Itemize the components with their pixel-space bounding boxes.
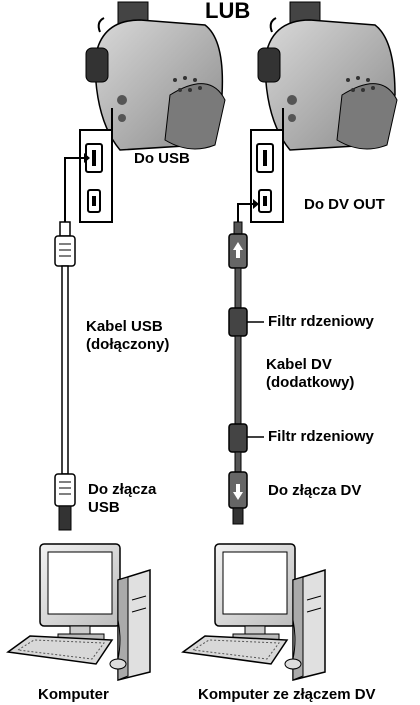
core-filter-top-label: Filtr rdzeniowy: [268, 313, 374, 331]
computer-left: [8, 544, 150, 680]
usb-connector-label: Do złącza USB: [88, 481, 156, 517]
usb-cable-label: Kabel USB (dołączony): [86, 318, 169, 354]
core-filter-bottom-label: Filtr rdzeniowy: [268, 428, 374, 446]
computer-left-label: Komputer: [38, 686, 109, 704]
header-text: LUB: [205, 0, 250, 24]
dv-cable: [229, 222, 247, 524]
usb-cable: [55, 222, 75, 530]
dv-cable-label: Kabel DV (dodatkowy): [266, 356, 354, 392]
computer-right-label: Komputer ze złączem DV: [198, 686, 376, 704]
computer-right: [183, 544, 325, 680]
usb-port-label: Do USB: [134, 150, 190, 168]
dv-connector-label: Do złącza DV: [268, 482, 361, 500]
dv-port-label: Do DV OUT: [304, 196, 385, 214]
camcorder-left: [86, 2, 225, 150]
camcorder-right: [258, 2, 397, 150]
